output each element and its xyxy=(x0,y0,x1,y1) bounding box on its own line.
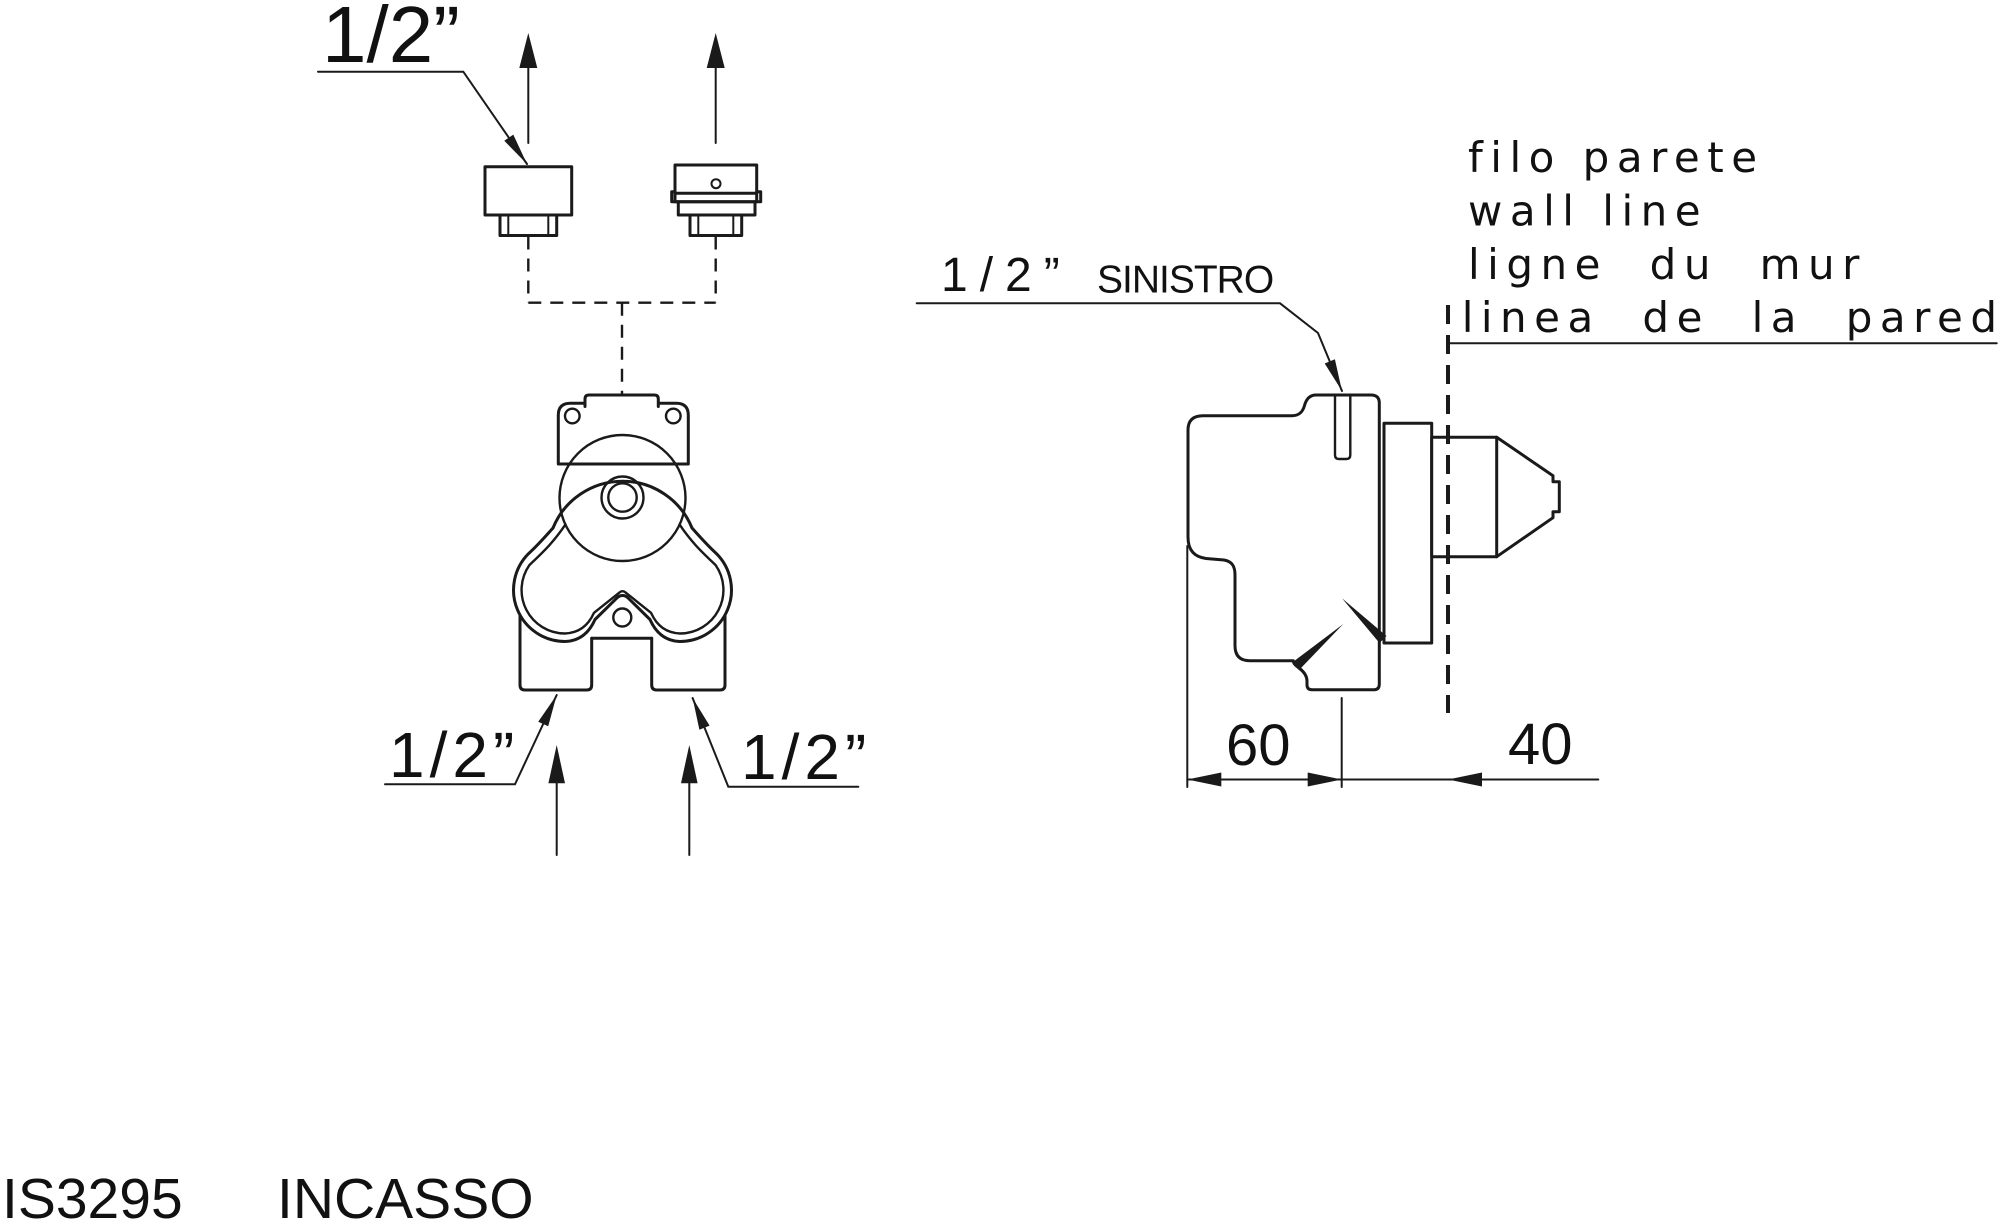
flow-arrow-in-icon xyxy=(1293,624,1344,670)
bottom-screw-hole xyxy=(612,607,633,628)
label-top-connection: 1/2” xyxy=(317,0,528,165)
side-size-label: 1/2” xyxy=(941,249,1072,302)
label-bottom-left-connection: 1/2” xyxy=(384,694,558,791)
wall-caption-fr: ligne du mur xyxy=(1468,240,1867,289)
title-code: IS3295 xyxy=(2,1167,183,1223)
top-port-tab xyxy=(583,393,660,408)
arrow-up-bottom-left-icon xyxy=(548,745,565,856)
valve-body-inner-contour xyxy=(520,523,725,635)
arrow-up-left-icon xyxy=(519,33,538,144)
dimension-40: 40 xyxy=(1448,712,1573,787)
bottom-right-size-label: 1/2” xyxy=(741,721,871,793)
stem-slot xyxy=(1333,394,1352,461)
wall-caption-en: wall line xyxy=(1468,186,1708,235)
side-view: 1/2” SINISTRO filo parete wall line lign… xyxy=(915,133,2000,788)
wall-caption-it: filo parete xyxy=(1468,133,1765,182)
label-bottom-right-connection: 1/2” xyxy=(691,697,871,793)
mounting-plate xyxy=(556,401,690,466)
stem-ring xyxy=(600,475,645,520)
flow-arrow-up-icon xyxy=(1342,598,1387,643)
sinistro-label: SINISTRO xyxy=(1097,259,1273,302)
drawing-title: IS3295 INCASSO xyxy=(2,1167,534,1223)
leg-right xyxy=(650,614,727,692)
fitting-hole xyxy=(710,178,722,190)
top-size-label: 1/2” xyxy=(322,0,460,79)
leg-left xyxy=(518,614,594,692)
stem-hole xyxy=(607,482,638,513)
dim-wall-value: 40 xyxy=(1508,712,1573,777)
cartridge-boss xyxy=(558,433,687,563)
title-name: INCASSO xyxy=(277,1167,534,1223)
fitting-left xyxy=(483,165,574,237)
screw-hole-right xyxy=(664,407,682,425)
dim-depth-value: 60 xyxy=(1226,713,1291,778)
label-side-connection: 1/2” SINISTRO xyxy=(915,249,1343,392)
fitting-right xyxy=(670,163,763,237)
wall-flange xyxy=(1382,421,1434,645)
construction-line xyxy=(527,236,717,395)
bottom-left-size-label: 1/2” xyxy=(389,719,519,791)
side-body-outline xyxy=(1186,393,1381,692)
front-view: 1/2” 1/2” 1/2” xyxy=(317,0,871,856)
screw-hole-left xyxy=(563,407,581,425)
arrow-up-right-icon xyxy=(706,33,725,144)
wall-line-caption: filo parete wall line ligne du mur linea… xyxy=(1449,133,2000,345)
arrow-up-bottom-right-icon xyxy=(681,745,698,856)
dimension-60: 60 xyxy=(1186,545,1600,788)
wall-caption-es: linea de la pared xyxy=(1462,293,2000,342)
